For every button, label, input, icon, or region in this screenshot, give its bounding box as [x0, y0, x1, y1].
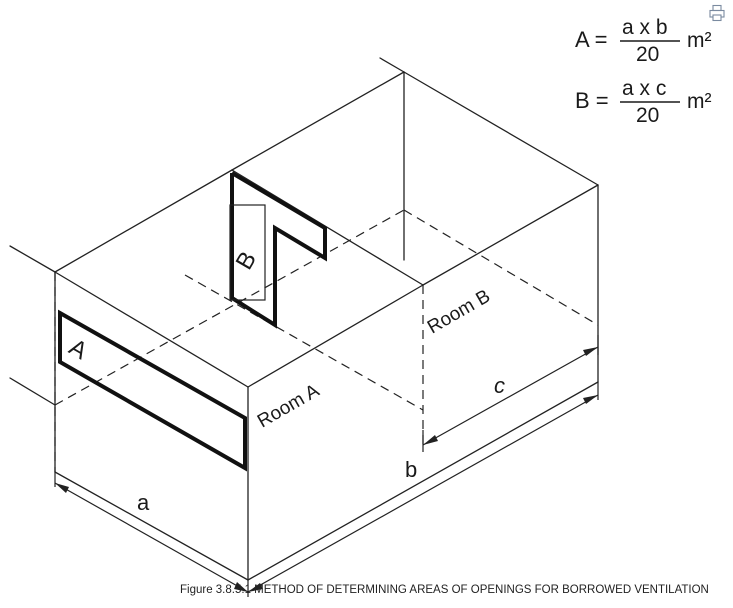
- print-icon[interactable]: [708, 4, 726, 22]
- opening-b-label: B: [231, 247, 262, 274]
- formula-b-unit: m²: [687, 90, 712, 113]
- formula-a: A = a x b 20 m²: [575, 16, 712, 66]
- figure-caption: Figure 3.8.5.1 METHOD OF DETERMINING ARE…: [180, 584, 709, 596]
- formula-a-numerator: a x b: [622, 16, 668, 39]
- opening-a-outline: [58, 309, 247, 472]
- hidden-lines: [54, 209, 599, 472]
- formula-b-lhs: B =: [575, 88, 609, 113]
- formula-b-numerator: a x c: [622, 77, 666, 100]
- dim-c-label: c: [494, 373, 505, 398]
- opening-a-label: A: [64, 334, 91, 365]
- opening-b-outline: [229, 171, 327, 329]
- formula-a-unit: m²: [687, 29, 712, 52]
- formula-b: B = a x c 20 m²: [575, 77, 712, 127]
- formula-b-denominator: 20: [636, 104, 659, 127]
- box-outline: [9, 57, 599, 581]
- dim-b-label: b: [405, 457, 417, 482]
- dimension-arrows: [55, 347, 598, 592]
- formula-a-denominator: 20: [636, 43, 659, 66]
- room-b-label: Room B: [424, 286, 494, 339]
- room-a-label: Room A: [254, 380, 323, 432]
- dim-a-label: a: [137, 490, 150, 515]
- formula-a-lhs: A =: [575, 27, 607, 52]
- dimension-lines: [54, 335, 599, 597]
